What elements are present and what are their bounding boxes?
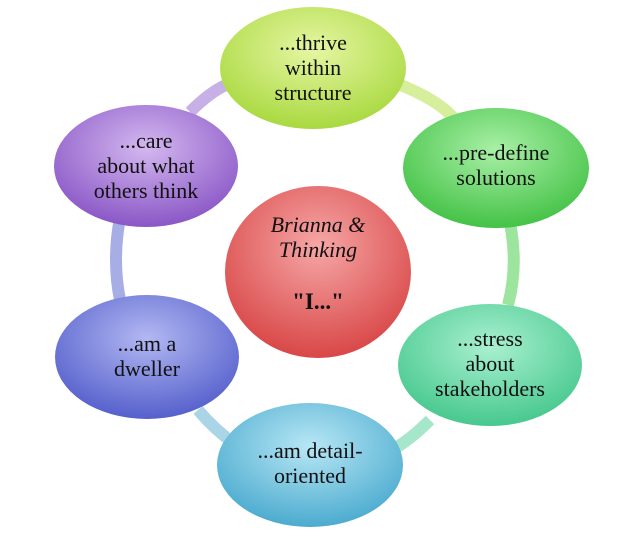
node-3-line-1: ...am detail-	[257, 438, 362, 463]
connector-0-1	[390, 76, 460, 124]
node-am-a-dweller: ...am a dweller	[55, 295, 239, 419]
node-care-about-what-others-think: ...care about what others think	[54, 105, 238, 227]
node-2-line-1: ...stress	[457, 326, 522, 351]
node-2-line-2: about	[466, 351, 515, 376]
connector-4-5	[110, 216, 126, 302]
node-4-line-2: dweller	[114, 356, 181, 381]
node-5-line-2: about what	[97, 153, 194, 178]
node-4-line-1: ...am a	[118, 331, 177, 356]
connector-5-0	[185, 79, 229, 117]
node-1-line-2: solutions	[456, 165, 535, 190]
node-0-line-1: ...thrive	[279, 30, 347, 55]
center-line-1: Brianna &	[271, 212, 367, 237]
node-0-line-2: within	[285, 55, 341, 80]
node-stress-about-stakeholders: ...stress about stakeholders	[398, 304, 582, 426]
node-2-line-3: stakeholders	[435, 376, 545, 401]
node-pre-define-solutions: ...pre-define solutions	[403, 108, 589, 228]
center-node: Brianna & Thinking "I..."	[225, 186, 411, 358]
node-5-line-1: ...care	[119, 128, 172, 153]
node-0-line-3: structure	[275, 80, 352, 105]
node-thrive-within-structure: ...thrive within structure	[220, 7, 406, 129]
node-3-line-2: oriented	[274, 463, 346, 488]
node-1-line-1: ...pre-define	[443, 140, 550, 165]
node-5-line-3: others think	[94, 178, 199, 203]
center-line-2: Thinking	[279, 237, 357, 262]
center-line-3: "I..."	[292, 289, 344, 314]
node-am-detail-oriented: ...am detail- oriented	[217, 403, 403, 527]
